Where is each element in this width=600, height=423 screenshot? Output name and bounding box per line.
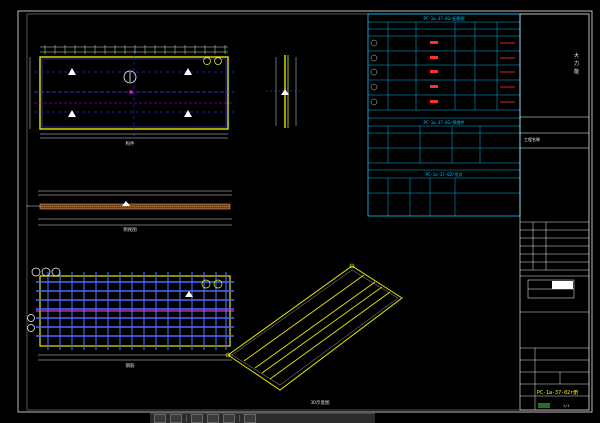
- elevation-view-label: 侧视图: [123, 226, 137, 233]
- table-section2-header: PC-1a-37-02r预埋件: [424, 119, 465, 125]
- rebar-plan-label: 钢筋: [126, 362, 135, 369]
- table-top-header: PC-1a-37-02r配筋图: [424, 15, 465, 21]
- stamp-text: 工程名称: [524, 136, 540, 142]
- side-title-2: 力: [574, 60, 579, 67]
- outer-frame: [17, 10, 593, 413]
- settings-icon[interactable]: [244, 414, 256, 423]
- toolbar-divider-2: [239, 415, 240, 422]
- toolbar-divider: [186, 415, 187, 422]
- layer-icon[interactable]: [207, 414, 219, 423]
- zoom-icon[interactable]: [154, 414, 166, 423]
- side-title-1: 大: [574, 52, 579, 59]
- iso-view-label: 3D示意图: [311, 399, 330, 406]
- print-icon[interactable]: [223, 414, 235, 423]
- plan-view: 构件: [29, 45, 234, 147]
- page-indicator: 1/1: [563, 404, 569, 408]
- bottom-toolbar: [150, 413, 375, 423]
- title-block: 大 力 能 工程名称 PC-1a-37-02r册 1/1: [519, 13, 590, 411]
- isometric-view: 3D示意图: [225, 263, 403, 406]
- pan-icon[interactable]: [170, 414, 182, 423]
- plan-view-label: 构件: [126, 140, 135, 147]
- rebar-plan-view: 钢筋: [27, 267, 234, 369]
- measure-icon[interactable]: [191, 414, 203, 423]
- table-section3-header: PC-1a-37-02r吊点: [426, 171, 463, 177]
- drawing-number: PC-1a-37-02r册: [537, 390, 578, 396]
- side-title-3: 能: [574, 68, 579, 75]
- elevation-view: 侧视图: [26, 190, 232, 233]
- side-section-view: [266, 55, 300, 128]
